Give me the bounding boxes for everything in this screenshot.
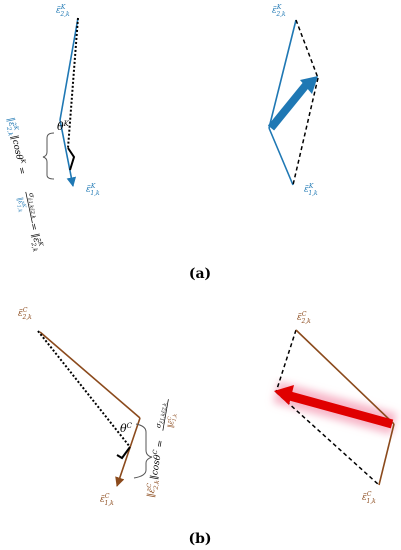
dashed-side-bottom-a-right (292, 77, 319, 186)
angle-label-a-left: θK (57, 120, 70, 133)
projection-dotted-b-left (37, 330, 131, 448)
svg-text:= ‖ε̃K2,k: = ‖ε̃K2,k (26, 222, 46, 253)
right-angle-mark-b-left (116, 446, 131, 460)
vector-e2-a-right (268, 19, 297, 129)
right-angle-mark-a-left (67, 147, 76, 171)
vector-e1-a-left (59, 119, 77, 187)
formula-b-left: ‖ε̃C2,k‖cosθC = σε̃1,kε̃2,k ‖ε̃C1,k (144, 399, 179, 499)
resultant-arrowhead-a-right (300, 76, 318, 94)
dashed-side-bottom-b-right (275, 391, 380, 486)
angle-label-b-left: θC (120, 422, 133, 435)
panel-label-b: (b) (188, 531, 211, 547)
vector-e1-b-right (378, 423, 395, 486)
vector-e1-b-left (115, 417, 141, 487)
brace-b-left (133, 423, 153, 479)
svg-text:σε̃1,kε̃2,k: σε̃1,kε̃2,k (154, 402, 168, 429)
resultant-arrow-a-right (267, 82, 310, 131)
svg-text:‖ε̃C2,k‖cosθC =: ‖ε̃C2,k‖cosθC = (144, 439, 168, 499)
svg-text:σε̃1,kε̃2,k: σε̃1,kε̃2,k (25, 192, 40, 219)
vector-e2-b-right (295, 329, 395, 425)
panel-label-a: (a) (189, 266, 211, 282)
vector-e2-b-left (39, 331, 141, 419)
resultant-arrowhead-b-right (274, 385, 294, 405)
vector-e1-a-right (268, 127, 294, 186)
svg-text:‖ε̃K2,k‖cosθK =: ‖ε̃K2,k‖cosθK = (3, 116, 29, 176)
dashed-side-top-a-right (295, 19, 319, 79)
dashed-side-top-b-right (275, 329, 297, 393)
svg-text:‖ε̃K1,k: ‖ε̃K1,k (14, 196, 28, 213)
vector-e2-a-left (59, 17, 79, 121)
svg-text:‖ε̃C1,k: ‖ε̃C1,k (166, 412, 179, 429)
formula-a-left: ‖ε̃K2,k‖cosθK = σε̃1,kε̃2,k ‖ε̃K1,k = ‖ε… (3, 116, 46, 253)
projection-dotted-a-left (67, 17, 79, 149)
brace-a-left (42, 132, 55, 180)
resultant-arrow-b-right (288, 391, 394, 429)
